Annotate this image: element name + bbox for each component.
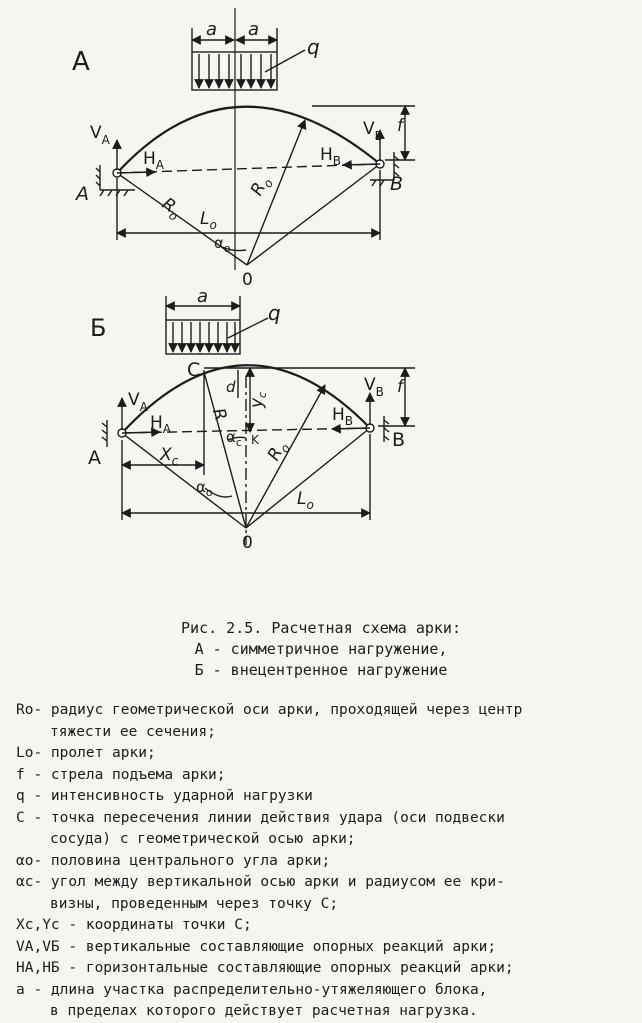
label-yc: yc — [247, 392, 269, 409]
point-o-b: 0 — [242, 533, 253, 553]
point-a-b: A — [88, 447, 101, 469]
load-arrows-b — [168, 322, 240, 353]
load-block-b — [165, 319, 241, 355]
point-b-b: B — [392, 429, 405, 451]
arch-curve-b — [121, 364, 371, 434]
legend-item-q: q - интенсивность ударной нагрузки — [16, 788, 313, 804]
label-hb-b: HB — [332, 405, 353, 428]
legend-item-alphac: αc- угол между вертикальной осью арки и … — [16, 874, 505, 912]
arch-curve-a — [116, 105, 381, 174]
legend-item-c: C - точка пересечения линии действия уда… — [16, 809, 505, 848]
label-hb: HB — [320, 145, 341, 168]
label-d: d — [226, 378, 236, 396]
dim-a-right: a — [248, 19, 259, 40]
caption-a: А - симметричное нагружение, — [194, 640, 448, 658]
load-arrows-a — [194, 54, 276, 89]
point-k: K — [251, 433, 260, 447]
label-r0-b: Ro — [264, 438, 293, 466]
label-f-b: f — [397, 377, 406, 397]
legend-item-xc-yc: Xc,Yc - координаты точки С; — [16, 917, 252, 933]
label-f: f — [397, 116, 406, 136]
legend-item-l0: Lо- пролет арки; — [16, 745, 156, 761]
q-label-b: q — [268, 301, 281, 325]
caption-b: Б - внецентренное нагружение — [194, 661, 448, 679]
label-l0-b: Lo — [297, 489, 314, 512]
label-va-b: VA — [128, 390, 149, 414]
legend-item-f: f - стрела подъема арки; — [16, 766, 226, 783]
label-xc: Xc — [159, 445, 179, 468]
label-rc: R — [208, 406, 231, 423]
diagram-b: Б a q — [88, 286, 415, 553]
legend-item-v: VА,VБ - вертикальные составляющие опорны… — [16, 938, 497, 955]
label-va: VA — [90, 123, 111, 147]
label-alpha0-b: αo — [196, 478, 213, 499]
point-b: B — [390, 173, 403, 195]
dim-a-left: a — [206, 19, 217, 40]
point-a: A — [74, 183, 89, 205]
label-ha-b: HA — [150, 413, 172, 436]
label-vb: VB — [363, 119, 383, 143]
symbol-legend: Rо- радиус геометрической оси арки, прох… — [16, 700, 626, 1023]
label-ha: HA — [143, 149, 165, 172]
arch-diagrams: А a a q — [72, 8, 415, 553]
legend-item-alpha0: αо- половина центрального угла арки; — [16, 852, 331, 869]
label-vb-b: VB — [364, 375, 384, 399]
caption-title: Рис. 2.5. Расчетная схема арки: — [181, 619, 461, 637]
diagram-a-label: А — [72, 47, 90, 77]
point-c: C — [187, 359, 200, 381]
dim-a-b: a — [197, 286, 208, 307]
diagram-a: А a a q — [72, 8, 415, 290]
label-l0: Lo — [200, 209, 217, 232]
legend-item-r0: Rо- радиус геометрической оси арки, прох… — [16, 702, 523, 740]
legend-item-a: а - длина участка распределительно-утяже… — [16, 981, 488, 1020]
label-alphac: αc — [226, 428, 242, 449]
figure-caption: Рис. 2.5. Расчетная схема арки: А - симм… — [0, 618, 642, 681]
q-label-a: q — [307, 35, 320, 59]
label-r0-left: Ro — [156, 194, 185, 224]
label-r0-right: Ro — [247, 173, 276, 201]
point-o: 0 — [242, 270, 253, 290]
diagram-b-label: Б — [90, 314, 106, 342]
legend-item-h: HА,HБ - горизонтальные составляющие опор… — [16, 960, 514, 976]
load-block-a — [191, 51, 278, 91]
label-alpha0: αo — [214, 234, 231, 255]
